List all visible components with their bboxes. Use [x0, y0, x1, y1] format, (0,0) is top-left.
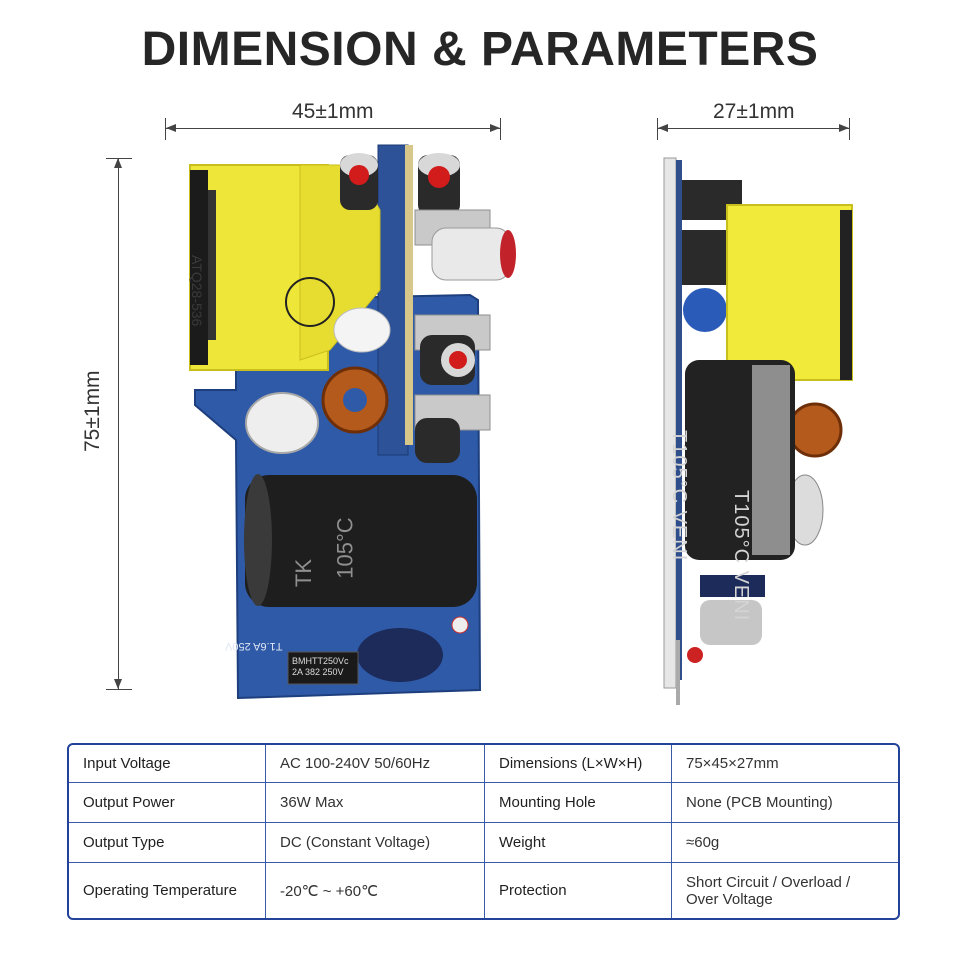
- param-label: Output Type: [69, 823, 266, 863]
- param-label: Operating Temperature: [69, 863, 266, 918]
- param-value: 36W Max: [266, 783, 485, 823]
- param-label: Mounting Hole: [485, 783, 672, 823]
- height-tick-bottom: [106, 689, 132, 690]
- param-value: Short Circuit / Overload / Over Voltage: [686, 873, 851, 908]
- ycap-marking: BMHTT250Vc 2A 382 250V: [292, 656, 349, 677]
- table-row: Input Voltage AC 100-240V 50/60Hz Dimens…: [69, 745, 898, 783]
- param-label: Dimensions (L×W×H): [485, 745, 672, 783]
- width-tick-left: [165, 118, 166, 140]
- height-line: [118, 158, 119, 689]
- side-cap-marking-1: T105°C VENI: [668, 430, 690, 562]
- param-value: ≈60g: [672, 823, 898, 863]
- parameters-table: Input Voltage AC 100-240V 50/60Hz Dimens…: [67, 743, 900, 920]
- side-cap-marking-2: T105°C VENI: [730, 490, 752, 622]
- param-value: AC 100-240V 50/60Hz: [266, 745, 485, 783]
- width-tick-right: [500, 118, 501, 140]
- page-title: DIMENSION & PARAMETERS: [141, 23, 819, 76]
- param-label: Output Power: [69, 783, 266, 823]
- pcb-front-view-image: [189, 144, 516, 700]
- table-row: Operating Temperature -20℃ ~ +60℃ Protec…: [69, 863, 898, 918]
- table-row: Output Type DC (Constant Voltage) Weight…: [69, 823, 898, 863]
- depth-tick-right: [849, 118, 850, 140]
- param-value: DC (Constant Voltage): [266, 823, 485, 863]
- param-value: -20℃ ~ +60℃: [266, 863, 485, 918]
- width-label: 45±1mm: [292, 100, 374, 123]
- param-label: Protection: [485, 863, 672, 918]
- param-label: Weight: [485, 823, 672, 863]
- param-label: Input Voltage: [69, 745, 266, 783]
- depth-tick-left: [657, 118, 658, 140]
- pcb-side-view-image: [663, 157, 853, 705]
- depth-label: 27±1mm: [713, 100, 795, 123]
- param-value: 75×45×27mm: [672, 745, 898, 783]
- depth-line: [658, 128, 849, 129]
- table-row: Output Power 36W Max Mounting Hole None …: [69, 783, 898, 823]
- param-value: None (PCB Mounting): [672, 783, 898, 823]
- width-line: [166, 128, 500, 129]
